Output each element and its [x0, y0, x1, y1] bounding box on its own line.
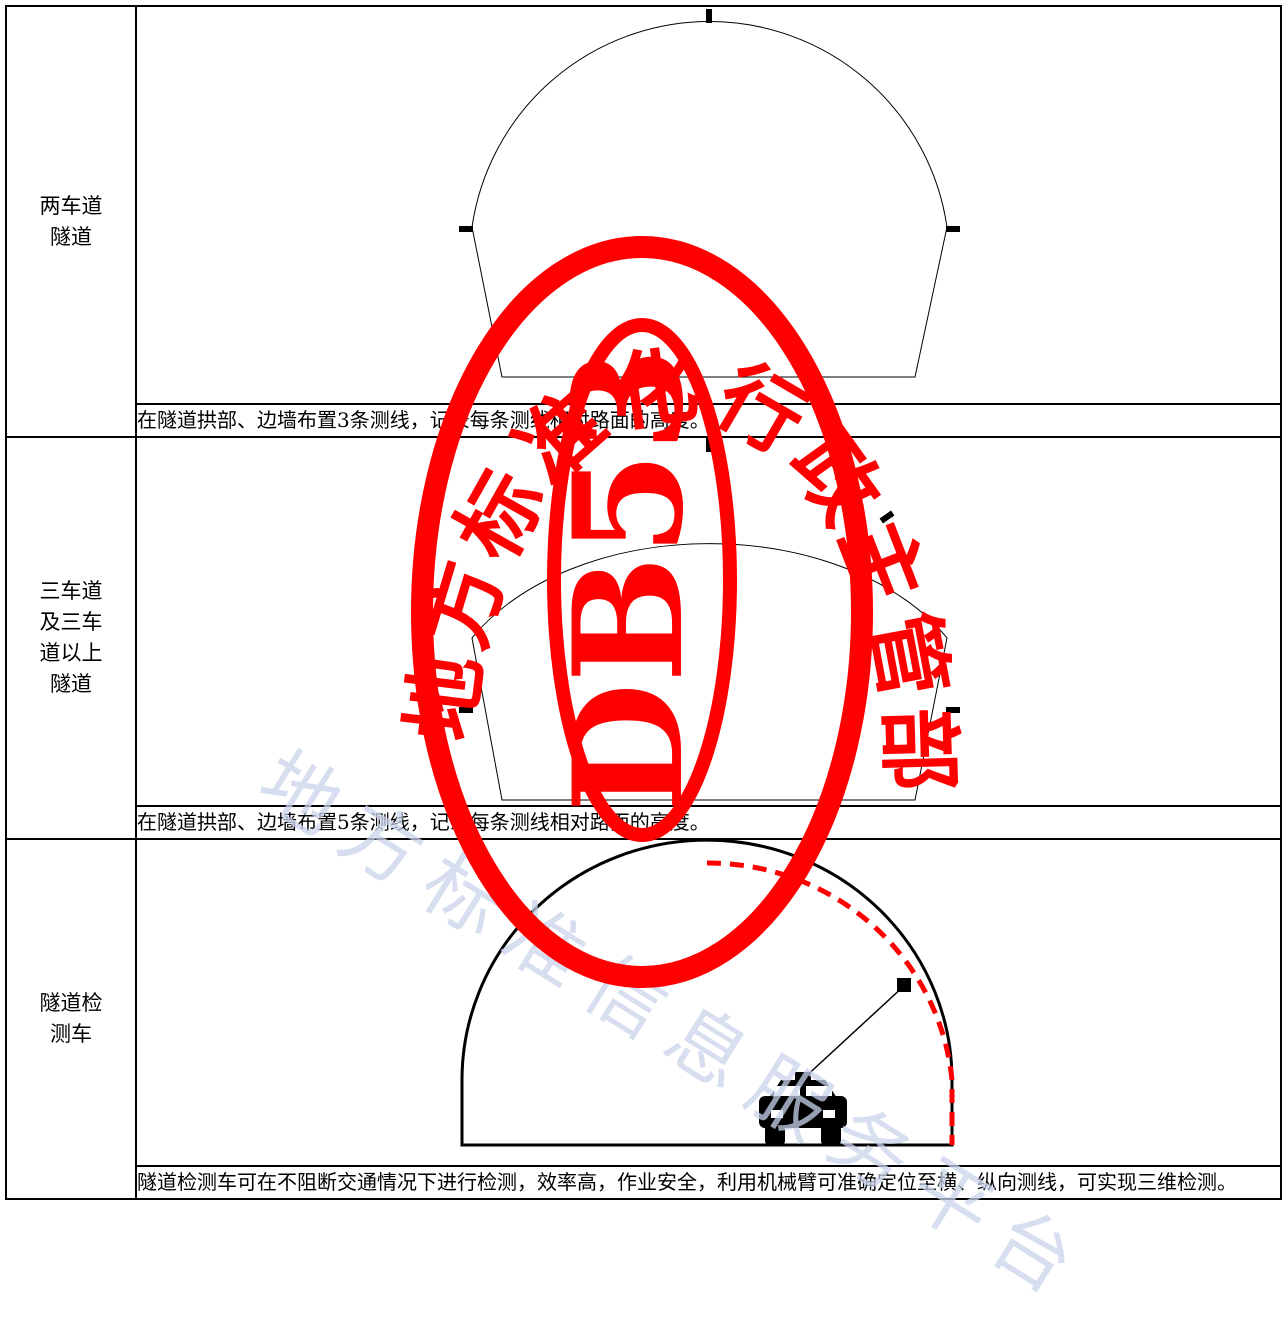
row-label-three-lane: 三车道 及三车 道以上 隧道 — [5, 436, 137, 840]
measurement-method-table: 两车道 隧道 在隧道拱部、边墙布置3条测线，记录每条测线相对路面的高度。 三车道… — [5, 5, 1282, 1200]
survey-line-marker — [459, 707, 473, 713]
table-row: 在隧道拱部、边墙布置5条测线，记录每条测线相对路面的高度。 — [6, 805, 1282, 840]
survey-line-marker — [524, 510, 540, 524]
inspection-vehicle-diagram — [460, 840, 955, 1147]
inspection-vehicle-description: 隧道检测车可在不阻断交通情况下进行检测，效率高，作业安全，利用机械臂可准确定位至… — [135, 1165, 1282, 1200]
survey-line-marker — [946, 226, 960, 232]
row-label-inspection-vehicle: 隧道检 测车 — [5, 838, 137, 1200]
table-row: 在隧道拱部、边墙布置3条测线，记录每条测线相对路面的高度。 — [6, 403, 1282, 438]
row-label-two-lane: 两车道 隧道 — [5, 5, 137, 438]
table-row: 三车道 及三车 道以上 隧道 — [5, 436, 1282, 840]
robot-arm — [801, 984, 906, 1081]
arm-sensor-head — [897, 978, 911, 992]
survey-line-marker — [879, 510, 895, 524]
three-lane-tunnel-diagram — [459, 438, 960, 801]
survey-line-marker — [706, 438, 712, 452]
two-lane-tunnel-figure — [135, 5, 1282, 405]
table-row: 隧道检测车可在不阻断交通情况下进行检测，效率高，作业安全，利用机械臂可准确定位至… — [6, 1165, 1282, 1200]
table-row: 两车道 隧道 — [5, 5, 1282, 438]
three-lane-tunnel-figure — [135, 436, 1282, 807]
table-row: 隧道检 测车 — [5, 838, 1282, 1200]
two-lane-tunnel-diagram — [459, 9, 960, 378]
car-icon — [759, 1072, 847, 1145]
three-lane-description: 在隧道拱部、边墙布置5条测线，记录每条测线相对路面的高度。 — [135, 805, 1282, 840]
survey-line-marker — [706, 9, 712, 23]
inspection-vehicle-figure — [135, 838, 1282, 1167]
survey-line-marker — [946, 707, 960, 713]
two-lane-description: 在隧道拱部、边墙布置3条测线，记录每条测线相对路面的高度。 — [135, 403, 1282, 438]
survey-line-marker — [459, 226, 473, 232]
